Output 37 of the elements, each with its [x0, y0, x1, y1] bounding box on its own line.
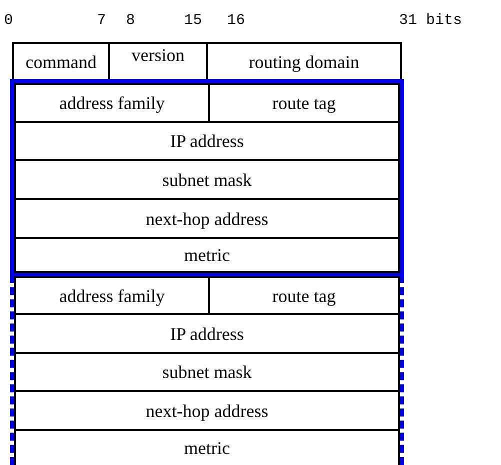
field-cell — [14, 429, 400, 465]
field-name: IP address — [170, 130, 244, 152]
field-name: version — [132, 44, 184, 66]
field-cell — [14, 352, 400, 392]
bit-position: 7 — [97, 12, 106, 30]
field-name: route tag — [272, 284, 336, 306]
field-name: routing domain — [248, 51, 360, 73]
field-name: next-hop address — [146, 208, 268, 230]
field-cell — [14, 83, 210, 123]
field-name: subnet mask — [162, 168, 252, 190]
field-name: route tag — [272, 92, 336, 114]
field-cell — [14, 237, 400, 273]
bit-position: 16 — [227, 12, 246, 30]
bit-position: 8 — [126, 12, 136, 30]
field-cell — [12, 42, 110, 82]
field-name: command — [26, 51, 96, 73]
field-cell — [206, 42, 402, 82]
field-name: address family — [59, 92, 165, 114]
bit-position: 15 — [184, 12, 202, 30]
field-name: next-hop address — [146, 400, 268, 422]
field-cell — [14, 390, 400, 431]
field-cell — [14, 159, 400, 200]
bit-position: 0 — [4, 12, 14, 30]
dashed-entry-frame — [10, 275, 404, 465]
field-name: IP address — [170, 322, 244, 344]
field-name: subnet mask — [162, 361, 252, 383]
field-cell — [14, 198, 400, 239]
field-cell — [14, 121, 400, 161]
field-cell — [208, 83, 400, 123]
field-cell — [208, 276, 400, 315]
entry-frame — [10, 79, 404, 277]
field-cell — [14, 313, 400, 354]
field-name: metric — [184, 244, 230, 266]
field-cell — [14, 276, 210, 315]
field-name: metric — [184, 437, 230, 459]
bit-position: 31 bits — [399, 12, 462, 30]
field-name: address family — [59, 284, 165, 306]
